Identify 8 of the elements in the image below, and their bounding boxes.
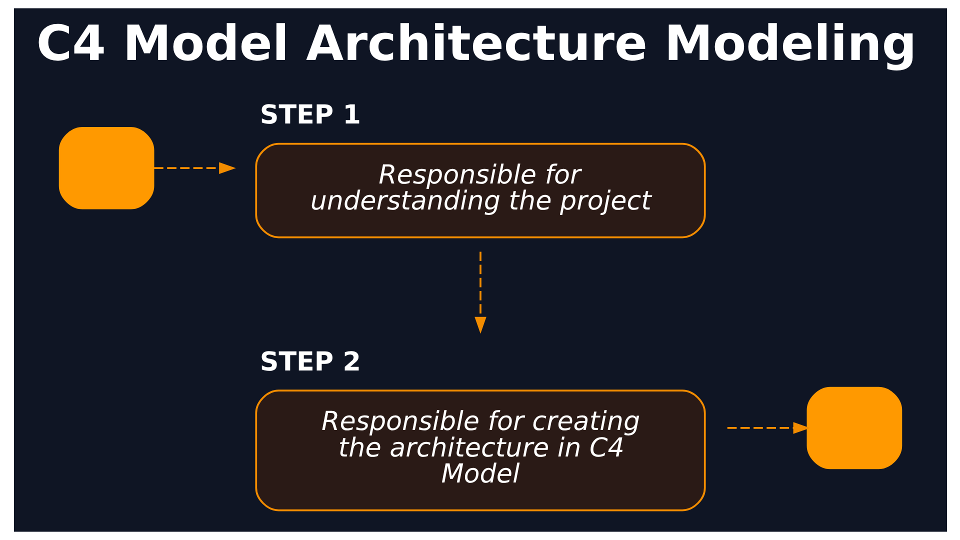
- diagram-title: C4 Model Architecture Modeling: [36, 16, 916, 72]
- arrow: [726, 422, 810, 434]
- arrow: [474, 252, 486, 334]
- node-box: [806, 386, 902, 470]
- arrow: [154, 162, 236, 174]
- node-label: STEP 1: [259, 100, 360, 131]
- node-box: [58, 126, 154, 210]
- node-label: STEP 2: [259, 347, 360, 378]
